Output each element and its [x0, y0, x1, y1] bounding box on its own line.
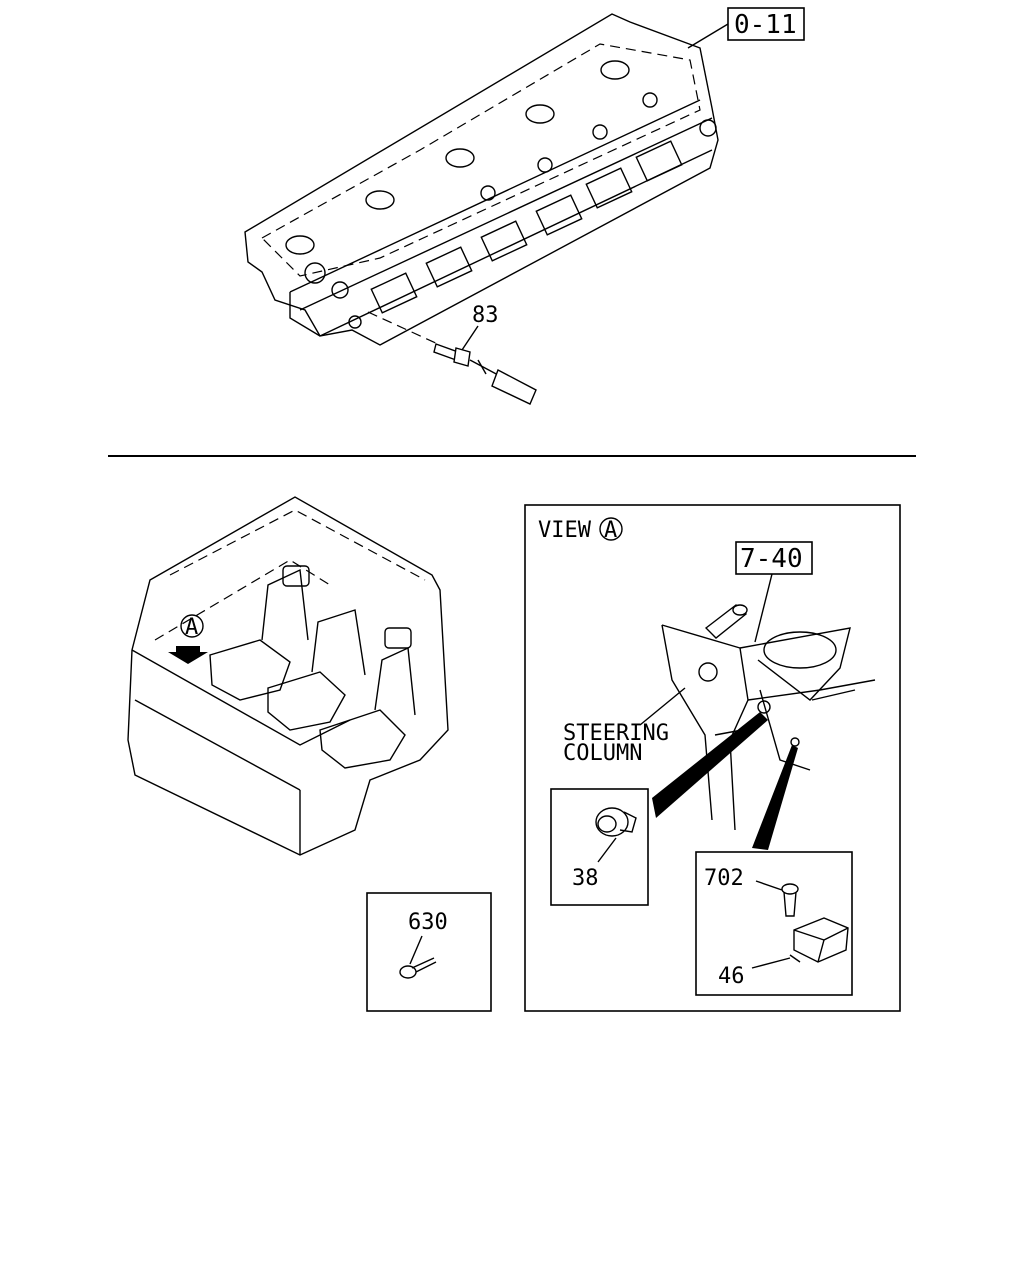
leader-83 [461, 325, 479, 351]
temperature-sensor-83 [367, 311, 537, 405]
leader-38 [597, 837, 617, 863]
leader-7-40 [754, 573, 773, 643]
cab-illustration [127, 496, 449, 856]
leader-702 [755, 880, 783, 891]
leader-steering [639, 687, 686, 726]
part-number-630: 630 [408, 910, 448, 935]
ref-box-0-11 [727, 7, 805, 41]
cab-seats [209, 565, 416, 769]
part-box-702-46 [695, 851, 853, 996]
leader-630 [409, 935, 423, 965]
switch-38-icon [595, 807, 637, 837]
view-arrow-icon [168, 646, 208, 664]
screw-630-icon [399, 957, 437, 979]
relay-46-icon [789, 917, 849, 963]
bolt-702-icon [781, 883, 799, 917]
part-box-630 [366, 892, 492, 1012]
part-number-83: 83 [472, 303, 499, 328]
callout-wedge-46 [752, 745, 798, 850]
cylinder-head-illustration [244, 13, 719, 346]
cab-marker-circle [180, 614, 204, 638]
ref-label-7-40: 7-40 [740, 544, 803, 574]
view-marker-circle [599, 517, 623, 541]
ref-label-0-11: 0-11 [734, 10, 797, 40]
intake-ports [370, 140, 683, 314]
part-number-38: 38 [572, 866, 599, 891]
steering-column-illustration [661, 604, 876, 831]
part-number-46: 46 [718, 964, 745, 989]
cab-marker-a: A [185, 615, 198, 640]
leader-0-11 [687, 23, 729, 49]
steering-label-line1: STEERING [563, 721, 669, 746]
steering-label-line2: COLUMN [563, 741, 642, 766]
view-title: VIEW [538, 518, 592, 543]
part-number-702: 702 [704, 866, 744, 891]
view-marker-a: A [604, 518, 617, 543]
cam-bores [285, 60, 717, 299]
leader-46 [751, 957, 791, 969]
view-a-panel [524, 504, 901, 1012]
part-box-38 [550, 788, 649, 906]
callout-wedge-38 [652, 712, 768, 818]
ref-box-7-40 [735, 541, 813, 575]
